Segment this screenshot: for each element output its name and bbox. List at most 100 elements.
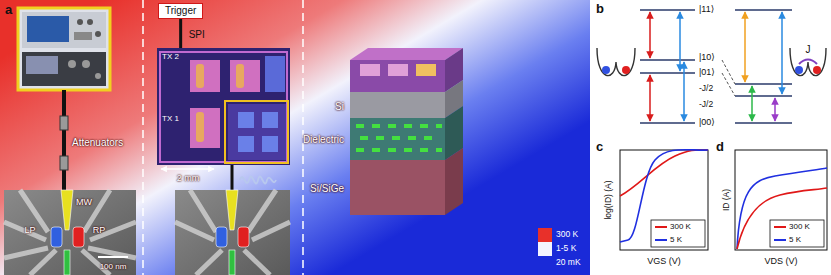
level-shift (722, 60, 735, 84)
layer-stack (360, 64, 380, 76)
chip-box: TX 2 TX 1 (157, 48, 290, 165)
state-label: |00⟩ (699, 118, 715, 128)
chip-micrograph (262, 136, 278, 152)
transition-arrows (744, 12, 746, 82)
double-well (597, 48, 635, 76)
chip-micrograph (225, 101, 288, 163)
layer-stack (420, 124, 428, 128)
legend-text: 5 K (670, 236, 682, 245)
node-text: TX 1 (162, 114, 179, 124)
node-text: Trigger (165, 5, 196, 17)
layer-stack (376, 136, 384, 140)
energy-levels (735, 95, 792, 97)
layer-name: Si (335, 101, 344, 112)
layer-stack (356, 124, 364, 128)
layer-stack (350, 60, 445, 92)
layer-stack (350, 160, 445, 215)
sem-image (229, 250, 235, 275)
chip-micrograph (238, 136, 254, 152)
legend-text: 300 K (789, 223, 810, 232)
instrument-photo (74, 32, 92, 40)
sem-image (64, 250, 70, 275)
panel-ground (590, 0, 831, 275)
layer-stack (388, 64, 408, 76)
sem-image (175, 190, 290, 275)
layer-stack (436, 148, 442, 152)
sem-image (226, 190, 238, 230)
energy-levels (640, 10, 792, 123)
instrument-photo (22, 52, 106, 86)
transfer-plot (651, 220, 705, 247)
output-plot (737, 168, 827, 249)
sem-image (175, 190, 290, 275)
chip-micrograph (265, 56, 285, 92)
transition-arrows (649, 12, 651, 58)
chip-micrograph (196, 112, 204, 142)
sem-image (175, 190, 290, 275)
output-plot (735, 150, 827, 250)
layer-stack (392, 136, 400, 140)
scale-label: 100 nm (100, 263, 127, 272)
double-well (602, 66, 610, 74)
coupling-label: J (806, 44, 811, 55)
state-label: |10⟩ (699, 53, 715, 63)
coax-cable (60, 116, 68, 130)
energy-levels (640, 9, 695, 11)
node-text: TX 2 (162, 52, 179, 62)
chip-micrograph (230, 60, 260, 92)
layer-stack (350, 48, 463, 215)
sem-image (61, 190, 73, 230)
double-well (799, 60, 817, 65)
microwave-line (231, 165, 234, 190)
temperature-background (0, 0, 590, 275)
legend-text: 300 K (670, 223, 691, 232)
output-plot (770, 220, 824, 247)
instrument-photo (87, 19, 93, 25)
legend-text: 20 mK (556, 258, 581, 267)
layer-stack (360, 136, 368, 140)
chip-micrograph (160, 52, 287, 162)
gate-name: RP (93, 226, 106, 236)
axis-label: VDS (V) (764, 257, 797, 267)
energy-shift: -J/2 (699, 100, 713, 109)
layer-stack (420, 148, 428, 152)
instrument-photo (27, 16, 69, 42)
panel-letter: a (5, 3, 12, 17)
layer-stack (424, 136, 432, 140)
energy-levels (735, 9, 792, 11)
instrument-photo (82, 60, 90, 68)
transition-arrows (774, 98, 776, 121)
legend-swatch (538, 256, 552, 270)
scale-arrow (161, 169, 214, 170)
microwave-line (232, 165, 276, 190)
layer-stack (350, 92, 445, 118)
signal-wire (179, 19, 182, 48)
energy-levels (735, 83, 792, 85)
transition-arrows (683, 62, 685, 121)
chip-micrograph (236, 64, 244, 88)
gate-name: LP (24, 226, 35, 236)
energy-levels (735, 122, 792, 124)
sem-image (4, 190, 136, 275)
layer-stack (350, 48, 463, 60)
legend-line (774, 226, 786, 228)
transfer-plot (620, 150, 708, 250)
transfer-plot (620, 150, 708, 196)
coax-cable (60, 90, 68, 190)
output-plot (735, 150, 827, 250)
trigger-box: Trigger (158, 3, 203, 19)
legend-line (655, 226, 667, 228)
sem-image (216, 227, 227, 247)
layer-name: Si/SiGe (310, 183, 344, 194)
layer-stack (404, 148, 412, 152)
chip-micrograph (190, 108, 220, 148)
legend-text: 1-5 K (556, 244, 576, 253)
sem-image (4, 190, 136, 275)
instrument-photo (22, 12, 106, 48)
coax-cable (62, 90, 66, 190)
sem-image (98, 256, 128, 258)
layer-stack (408, 136, 416, 140)
